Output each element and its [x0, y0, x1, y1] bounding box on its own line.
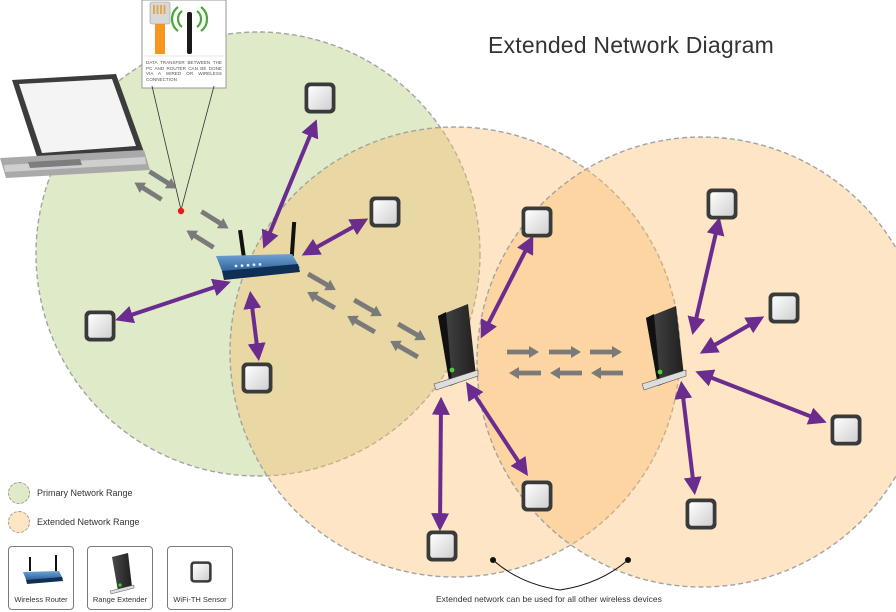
data-transfer-arrow — [591, 367, 623, 379]
data-transfer-arrow — [396, 321, 426, 341]
connection-point-dot — [177, 207, 185, 215]
data-transfer-arrow — [307, 291, 337, 311]
wireless-link-arrow — [243, 290, 266, 362]
wireless-link-arrow — [301, 218, 369, 256]
primary-network-range — [35, 31, 481, 477]
legend-extended-label: Extended Network Range — [37, 517, 140, 527]
wireless-link-arrow — [674, 380, 702, 496]
callout-text: Data transfer between the PC and router … — [146, 60, 222, 82]
legend-primary-range: Primary Network Range — [8, 482, 133, 504]
wireless-link-arrow — [480, 235, 534, 339]
data-transfer-arrow — [186, 230, 215, 250]
wifi-th-sensor-icon — [706, 188, 738, 220]
range-extender-icon — [109, 553, 135, 595]
wireless-links — [115, 119, 827, 532]
legend-sensor: WiFi-TH Sensor — [167, 546, 233, 610]
data-transfer-arrow — [390, 340, 420, 360]
laptop-icon — [0, 74, 150, 178]
legend-router-label: Wireless Router — [14, 595, 68, 604]
wifi-th-sensor-icon — [304, 82, 336, 114]
range-extender-icon — [641, 306, 687, 391]
data-transfer-arrow — [550, 367, 582, 379]
data-transfer-arrow — [347, 315, 377, 335]
legend-swatch-primary — [8, 482, 30, 504]
wifi-th-sensor-icon — [369, 196, 401, 228]
legend-primary-label: Primary Network Range — [37, 488, 133, 498]
wifi-th-sensor-icon — [84, 310, 116, 342]
wifi-th-sensor-icon — [521, 480, 553, 512]
wireless-router-icon — [216, 221, 300, 280]
wifi-th-sensor-icon — [768, 292, 800, 324]
legend-extender: Range Extender — [87, 546, 153, 610]
wireless-link-arrow — [261, 119, 319, 249]
data-transfer-arrow — [549, 346, 581, 358]
legend-sensor-label: WiFi-TH Sensor — [173, 595, 227, 604]
connection-callout — [141, 0, 227, 215]
wifi-th-sensor-icon — [241, 362, 273, 394]
data-transfer-arrow — [509, 367, 541, 379]
wireless-link-arrow — [115, 278, 231, 324]
data-transfer-arrow — [352, 297, 382, 317]
legend-extender-label: Range Extender — [92, 595, 148, 604]
range-extender-icon — [433, 304, 479, 391]
wireless-link-arrow — [687, 216, 725, 336]
legend-extended-range: Extended Network Range — [8, 511, 140, 533]
legend-swatch-extended — [8, 511, 30, 533]
wireless-link-arrow — [431, 396, 450, 532]
diagram-title: Extended Network Diagram — [488, 32, 775, 58]
wifi-th-sensor-icon — [426, 530, 458, 562]
footnote: Extended network can be used for all oth… — [436, 594, 662, 604]
data-transfer-arrow — [590, 346, 622, 358]
wireless-link-arrow — [695, 369, 827, 425]
data-transfer-arrows — [134, 169, 623, 379]
data-transfer-arrow — [148, 169, 177, 189]
data-transfer-arrow — [134, 182, 163, 202]
wireless-link-arrow — [699, 316, 765, 354]
wireless-router-icon — [23, 555, 63, 584]
wifi-th-sensor-icon — [830, 414, 862, 446]
extended-network-range-2 — [476, 136, 896, 588]
wireless-signal-icon — [170, 6, 209, 54]
data-transfer-arrow — [306, 271, 336, 291]
data-transfer-arrow — [507, 346, 539, 358]
footnote-pointer — [490, 557, 631, 591]
ethernet-plug-icon — [149, 1, 171, 54]
wifi-th-sensor-icon — [521, 206, 553, 238]
wifi-th-sensor-icon — [685, 498, 717, 530]
wireless-link-arrow — [466, 381, 528, 477]
legend-router: Wireless Router — [8, 546, 74, 610]
data-transfer-arrow — [200, 209, 229, 229]
